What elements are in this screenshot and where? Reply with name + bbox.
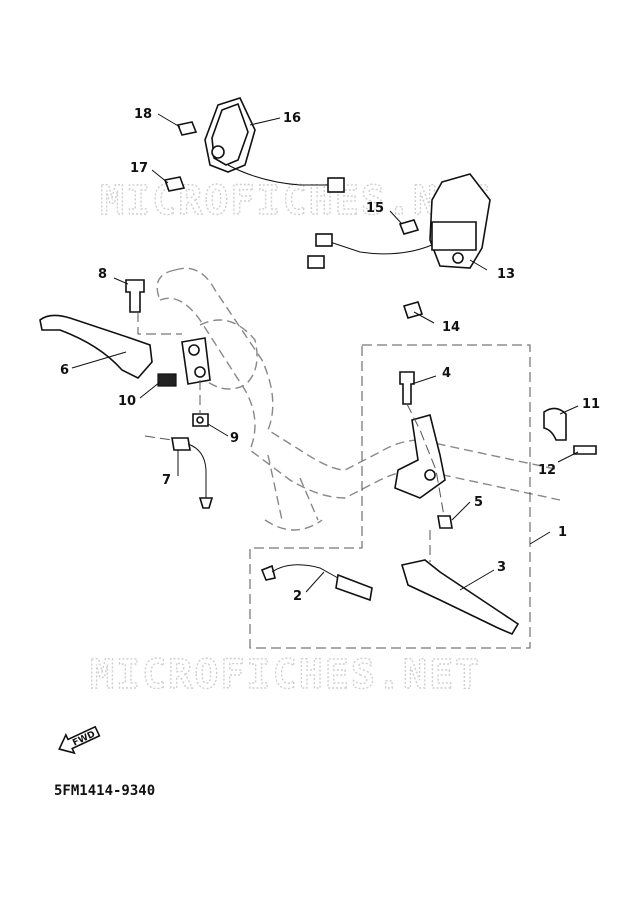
watermark-bottom: MICROFICHES.NET xyxy=(90,652,481,698)
part-labels: 1 2 3 4 5 6 7 8 9 10 11 12 13 14 15 16 1… xyxy=(60,107,600,604)
label-5: 5 xyxy=(474,495,483,510)
right-lever-holder xyxy=(394,414,446,499)
assembly-box xyxy=(249,344,531,649)
label-17: 17 xyxy=(130,161,148,176)
right-small-parts xyxy=(399,371,597,529)
label-14: 14 xyxy=(442,320,460,335)
right-switch-assembly xyxy=(307,173,491,319)
label-3: 3 xyxy=(497,560,506,575)
label-9: 9 xyxy=(230,431,239,446)
handlebar-outline xyxy=(156,267,561,531)
label-2: 2 xyxy=(293,589,302,604)
diagram-code: 5FM1414-9340 xyxy=(54,783,155,799)
label-12: 12 xyxy=(538,463,556,478)
left-small-parts xyxy=(125,279,209,427)
label-8: 8 xyxy=(98,267,107,282)
label-13: 13 xyxy=(497,267,515,282)
right-lever xyxy=(400,559,520,636)
fwd-arrow-icon: FWD xyxy=(58,725,101,755)
label-11: 11 xyxy=(582,397,600,412)
label-1: 1 xyxy=(558,525,567,540)
leader-lines xyxy=(71,113,579,593)
left-switch-assembly xyxy=(163,97,345,193)
label-4: 4 xyxy=(442,366,451,381)
left-master-cylinder xyxy=(181,337,211,385)
label-18: 18 xyxy=(134,107,152,122)
label-6: 6 xyxy=(60,363,69,378)
right-stop-switch xyxy=(260,564,373,602)
label-7: 7 xyxy=(162,473,171,488)
label-10: 10 xyxy=(118,394,136,409)
label-15: 15 xyxy=(366,201,384,216)
left-stop-switch xyxy=(171,437,214,509)
watermark-top: MICROFICHES.NET xyxy=(100,178,491,224)
left-lever xyxy=(39,314,153,379)
label-16: 16 xyxy=(283,111,301,126)
